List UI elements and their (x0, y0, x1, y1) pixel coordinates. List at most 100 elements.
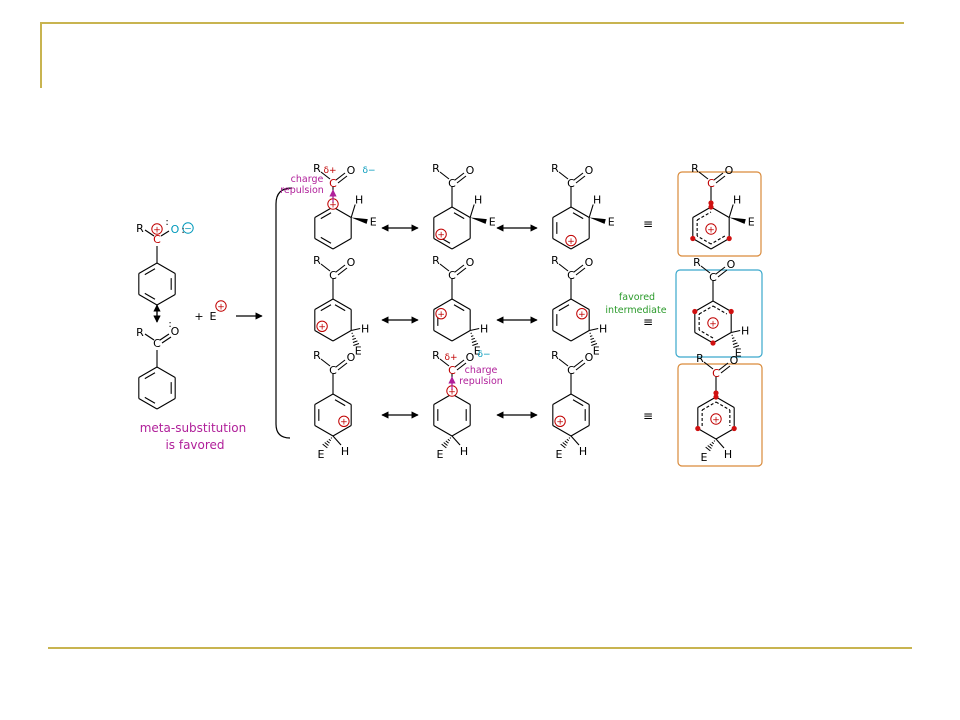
ring-bond (552, 330, 572, 342)
hashed-bond (731, 337, 735, 339)
ring-double-bond (558, 304, 570, 312)
ring-bond (451, 238, 471, 250)
hashed-bond (733, 345, 740, 348)
ring-bond (570, 238, 590, 250)
hashed-bond (709, 443, 713, 447)
bond-c-o-double (575, 362, 586, 371)
conclusion-line-2: is favored (165, 438, 224, 452)
lone-pair: : (168, 319, 171, 330)
ring-bond (552, 393, 572, 405)
positive-charge-sign: + (217, 302, 225, 312)
carbonyl-carbon: C (712, 367, 720, 380)
ring-bond (156, 398, 176, 410)
charge-site-dot-icon (708, 204, 714, 210)
positive-charge-icon (338, 415, 350, 427)
hashed-bond (713, 440, 716, 442)
equivalence-sign: ≡ (643, 315, 653, 329)
bond-c-o (335, 264, 346, 273)
charge-site-dot-icon (728, 308, 734, 315)
equivalence-sign: ≡ (643, 409, 653, 423)
positive-charge-sign: + (448, 387, 456, 397)
ring-bond (138, 294, 158, 306)
charge-repulsion-line-1: charge (291, 174, 324, 185)
ring-bond (552, 206, 572, 218)
hashed-bond (568, 437, 571, 439)
charge-site-dot-icon (726, 235, 732, 242)
bond-c-o (454, 172, 465, 181)
bond-c-h (570, 435, 580, 446)
carbonyl-oxygen: O (730, 354, 739, 367)
positive-charge-sign: + (437, 231, 445, 241)
ring-bond (433, 330, 453, 342)
positive-charge-icon (707, 317, 719, 329)
electrophile-substituent: E (608, 216, 615, 229)
lone-pair: : (165, 217, 168, 228)
delocalized-bond (696, 211, 712, 221)
delocalized-bond (698, 329, 714, 339)
hydrogen: H (724, 448, 732, 461)
carbonyl-oxygen: O (727, 258, 736, 271)
hashed-bond (441, 443, 447, 449)
slide-left-rule (40, 22, 42, 88)
hashed-bond (566, 438, 570, 442)
hydrogen: H (361, 323, 369, 336)
hashed-bond (328, 438, 332, 442)
bond-c-h (451, 435, 461, 446)
r-group: R (432, 349, 440, 362)
hydrogen: H (733, 194, 741, 207)
hashed-bond (562, 442, 567, 446)
r-group: R (551, 254, 559, 267)
hydrogen: H (599, 323, 607, 336)
partial-positive: δ+ (444, 353, 457, 363)
ring-bond (138, 366, 158, 378)
r-group: R (691, 162, 699, 175)
hydrogen: H (480, 323, 488, 336)
bond-c-r (558, 171, 569, 180)
ring-double-bond (320, 236, 332, 244)
carbonyl-oxygen: O (347, 256, 356, 269)
ring-double-bond (144, 268, 156, 276)
hashed-bond (351, 335, 355, 337)
bond-c-o-double (337, 267, 348, 276)
ring-bond (710, 206, 730, 218)
meta-hybrid-box (675, 269, 763, 358)
bond-c-o-double (456, 362, 467, 371)
ring-double-bond (453, 212, 465, 220)
electrophile-substituent: E (593, 345, 600, 358)
positive-charge-sign: + (712, 415, 720, 425)
charge-repulsion-line-1: charge (465, 365, 498, 376)
carbonyl-carbon: C (448, 177, 456, 190)
hydrogen: H (579, 445, 587, 458)
positive-charge-icon (576, 308, 588, 320)
positive-charge-sign: + (340, 418, 348, 428)
bond-c-h (589, 327, 599, 332)
carbonyl-oxygen: O (585, 164, 594, 177)
ring-bond (570, 330, 590, 342)
wedge-bond (729, 217, 746, 224)
hashed-bond (470, 335, 474, 337)
carbonyl-carbon: C (329, 269, 337, 282)
wedge-bond (470, 217, 487, 224)
ring-bond (433, 206, 453, 218)
ring-bond (712, 300, 732, 312)
ring-bond (692, 206, 712, 218)
carbonyl-oxygen: O (347, 164, 356, 177)
ring-bond (570, 425, 590, 437)
ring-double-bond (320, 304, 332, 312)
equivalence-sign: ≡ (643, 217, 653, 231)
ring-bond (451, 206, 471, 218)
bond-c-o (573, 172, 584, 181)
hydrogen: H (474, 194, 482, 207)
positive-charge-icon (565, 234, 577, 247)
carbonyl-oxygen: O (585, 351, 594, 364)
electrophile-substituent: E (370, 216, 377, 229)
bond-c-o-double (720, 365, 731, 374)
ring-bond (451, 298, 471, 310)
electrophile-charge-icon (215, 300, 227, 312)
hashed-bond (591, 343, 598, 346)
delocalized-bond (710, 235, 726, 245)
slide-bottom-rule (48, 647, 912, 649)
bond-c-r (700, 265, 711, 274)
ring-bond (138, 262, 158, 274)
lone-pair: : (181, 225, 184, 236)
